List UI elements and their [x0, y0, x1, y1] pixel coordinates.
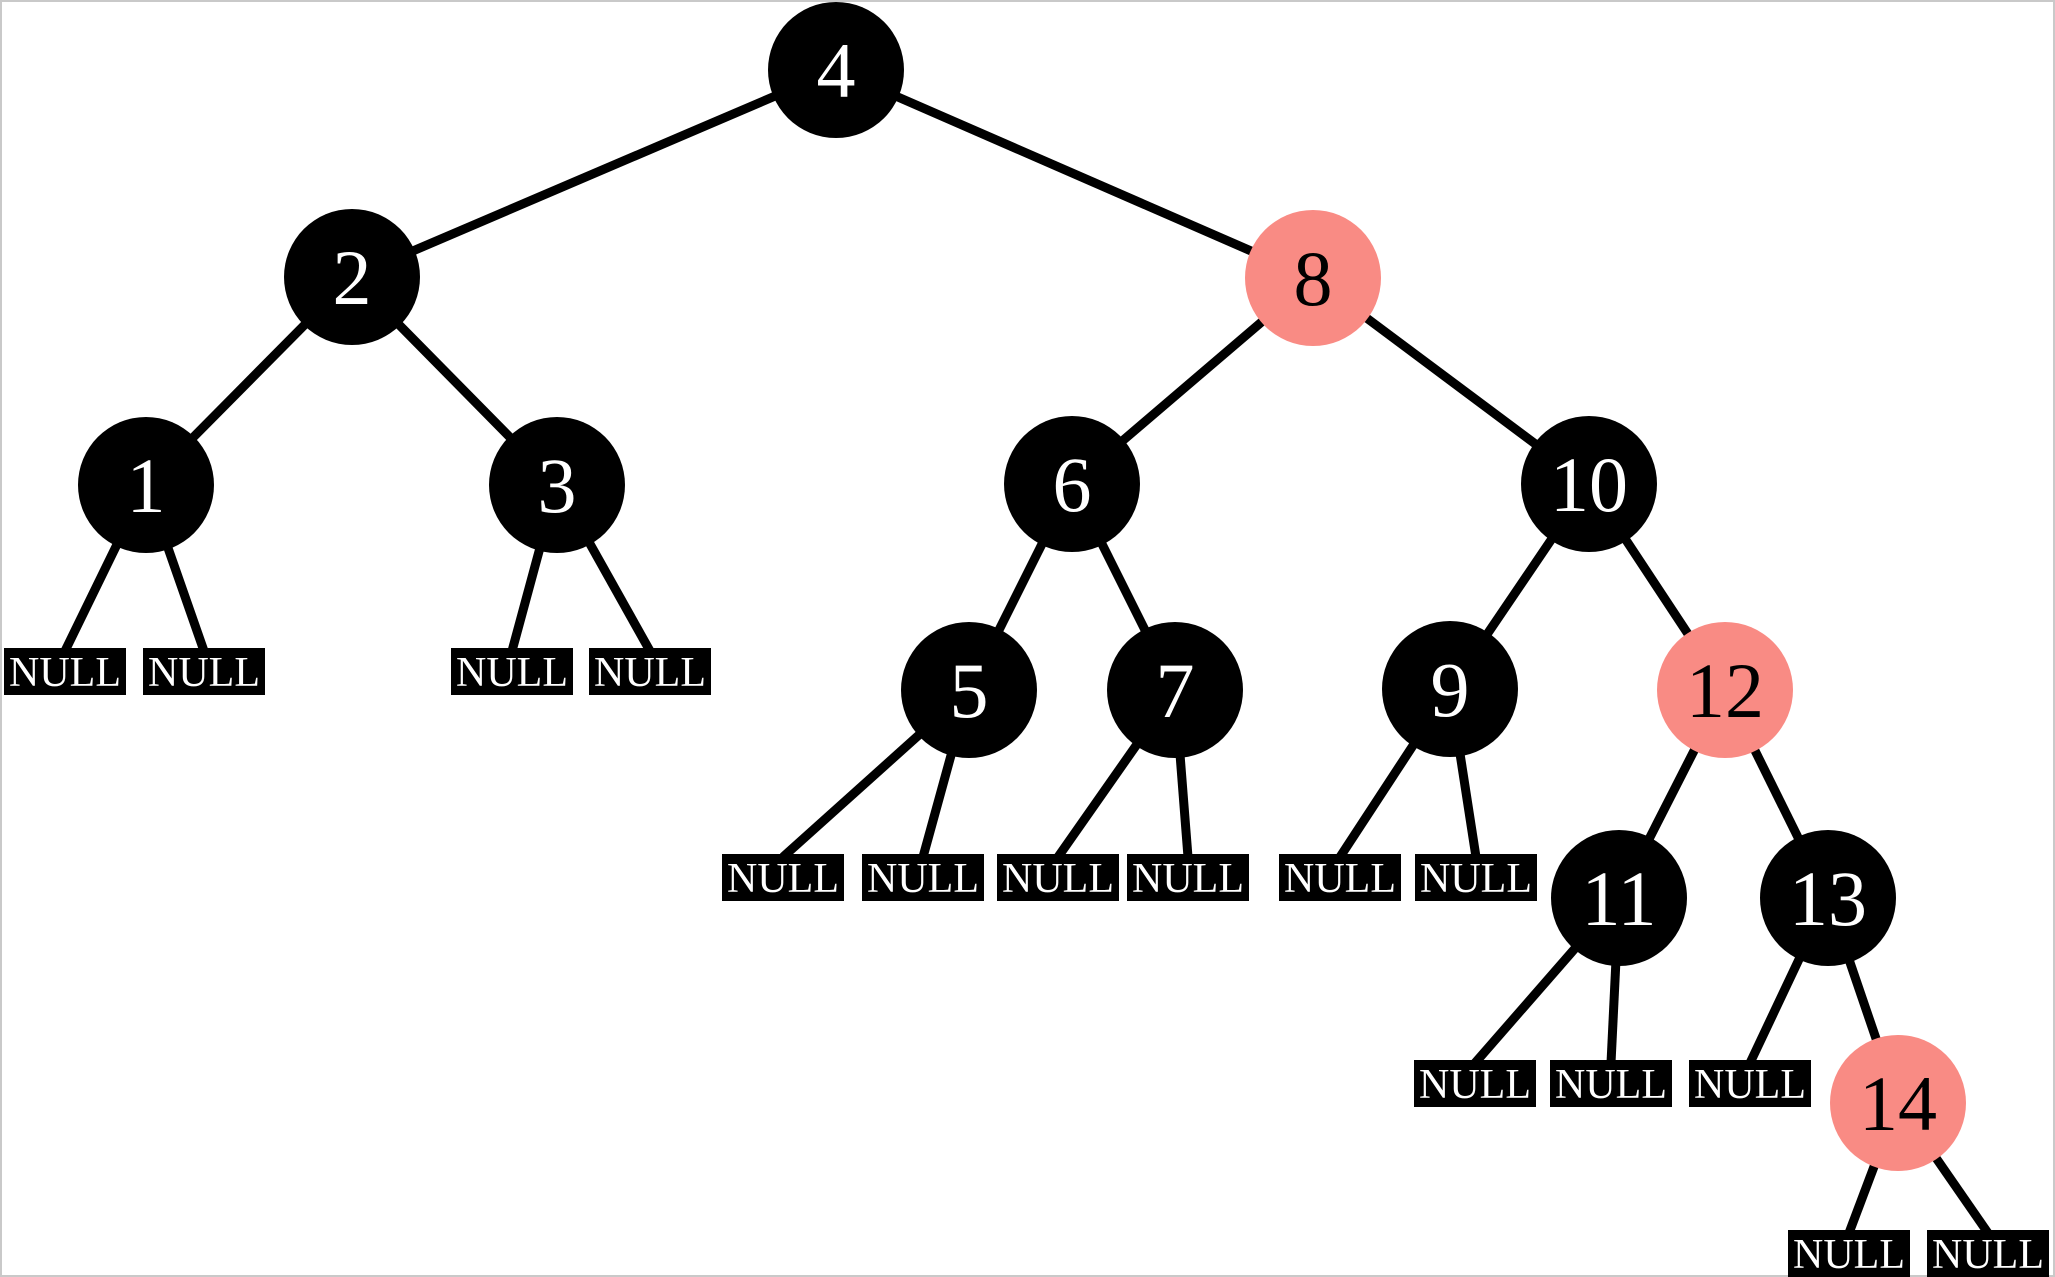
node-circle-9 — [1382, 621, 1518, 757]
edge-4-8 — [834, 65, 1315, 283]
null-box — [1788, 1230, 1910, 1277]
node-label-1: 1 — [127, 442, 166, 529]
null-leaf-13-12: NULL — [1689, 1060, 1811, 1108]
null-leaf-3-2: NULL — [451, 648, 573, 696]
null-box — [589, 648, 711, 695]
null-box — [722, 854, 844, 901]
null-leaf-7-7: NULL — [1127, 854, 1249, 902]
node-label-13: 13 — [1789, 855, 1867, 942]
tree-node-3: 3 — [489, 417, 625, 553]
null-box — [1414, 1060, 1536, 1107]
tree-node-7: 7 — [1107, 622, 1243, 758]
null-leaf-9-8: NULL — [1279, 854, 1401, 902]
null-label: NULL — [727, 856, 839, 902]
null-box — [4, 648, 126, 695]
null-label: NULL — [867, 856, 979, 902]
null-label: NULL — [1419, 1062, 1531, 1108]
null-leaf-9-9: NULL — [1415, 854, 1537, 902]
null-box — [1927, 1230, 2049, 1277]
null-label: NULL — [1420, 856, 1532, 902]
null-box — [997, 854, 1119, 901]
node-circle-6 — [1004, 416, 1140, 552]
node-circle-2 — [284, 209, 420, 345]
null-label: NULL — [148, 650, 260, 696]
tree-node-1: 1 — [78, 417, 214, 553]
null-label: NULL — [1694, 1062, 1806, 1108]
node-circle-13 — [1760, 830, 1896, 966]
null-label: NULL — [9, 650, 121, 696]
node-label-3: 3 — [538, 442, 577, 529]
null-label: NULL — [594, 650, 706, 696]
tree-node-10: 10 — [1521, 416, 1657, 552]
node-label-7: 7 — [1156, 647, 1195, 734]
null-box — [451, 648, 573, 695]
tree-node-12: 12 — [1657, 622, 1793, 758]
node-circle-8 — [1245, 210, 1381, 346]
node-circle-4 — [768, 2, 904, 138]
null-label: NULL — [1284, 856, 1396, 902]
node-circle-5 — [901, 622, 1037, 758]
null-leaves-layer: NULL NULL NULL NULL NULL NULL NULL NULL NULL NULL… — [4, 648, 2049, 1277]
node-circle-3 — [489, 417, 625, 553]
null-box — [1279, 854, 1401, 901]
null-leaf-3-3: NULL — [589, 648, 711, 696]
null-label: NULL — [1555, 1062, 1667, 1108]
node-label-11: 11 — [1581, 855, 1656, 942]
null-box — [1689, 1060, 1811, 1107]
null-box — [1127, 854, 1249, 901]
null-label: NULL — [1002, 856, 1114, 902]
node-label-2: 2 — [333, 234, 372, 321]
tree-node-8: 8 — [1245, 210, 1381, 346]
tree-node-5: 5 — [901, 622, 1037, 758]
node-circle-7 — [1107, 622, 1243, 758]
null-leaf-1-1: NULL — [143, 648, 265, 696]
node-label-6: 6 — [1053, 441, 1092, 528]
node-label-10: 10 — [1550, 441, 1628, 528]
node-circle-12 — [1657, 622, 1793, 758]
tree-node-11: 11 — [1551, 830, 1687, 966]
tree-node-14: 14 — [1830, 1035, 1966, 1171]
node-circle-10 — [1521, 416, 1657, 552]
null-label: NULL — [1793, 1232, 1905, 1277]
node-label-9: 9 — [1431, 646, 1470, 733]
edge-4-2 — [350, 65, 838, 282]
tree-node-6: 6 — [1004, 416, 1140, 552]
null-leaf-7-6: NULL — [997, 854, 1119, 902]
null-leaf-5-5: NULL — [862, 854, 984, 902]
null-leaf-5-4: NULL — [722, 854, 844, 902]
null-label: NULL — [1932, 1232, 2044, 1277]
null-box — [862, 854, 984, 901]
null-box — [1415, 854, 1537, 901]
node-label-8: 8 — [1294, 235, 1333, 322]
tree-node-13: 13 — [1760, 830, 1896, 966]
null-box — [143, 648, 265, 695]
node-label-14: 14 — [1859, 1060, 1937, 1147]
tree-node-2: 2 — [284, 209, 420, 345]
null-leaf-11-11: NULL — [1550, 1060, 1672, 1108]
null-box — [1550, 1060, 1672, 1107]
node-label-12: 12 — [1686, 647, 1764, 734]
null-leaf-1-0: NULL — [4, 648, 126, 696]
null-label: NULL — [456, 650, 568, 696]
tree-node-4: 4 — [768, 2, 904, 138]
tree-node-9: 9 — [1382, 621, 1518, 757]
null-label: NULL — [1132, 856, 1244, 902]
node-circle-11 — [1551, 830, 1687, 966]
null-leaf-11-10: NULL — [1414, 1060, 1536, 1108]
node-label-5: 5 — [950, 647, 989, 734]
node-label-4: 4 — [817, 27, 856, 114]
node-circle-1 — [78, 417, 214, 553]
null-leaf-14-14: NULL — [1927, 1230, 2049, 1277]
null-leaf-14-13: NULL — [1788, 1230, 1910, 1277]
node-circle-14 — [1830, 1035, 1966, 1171]
